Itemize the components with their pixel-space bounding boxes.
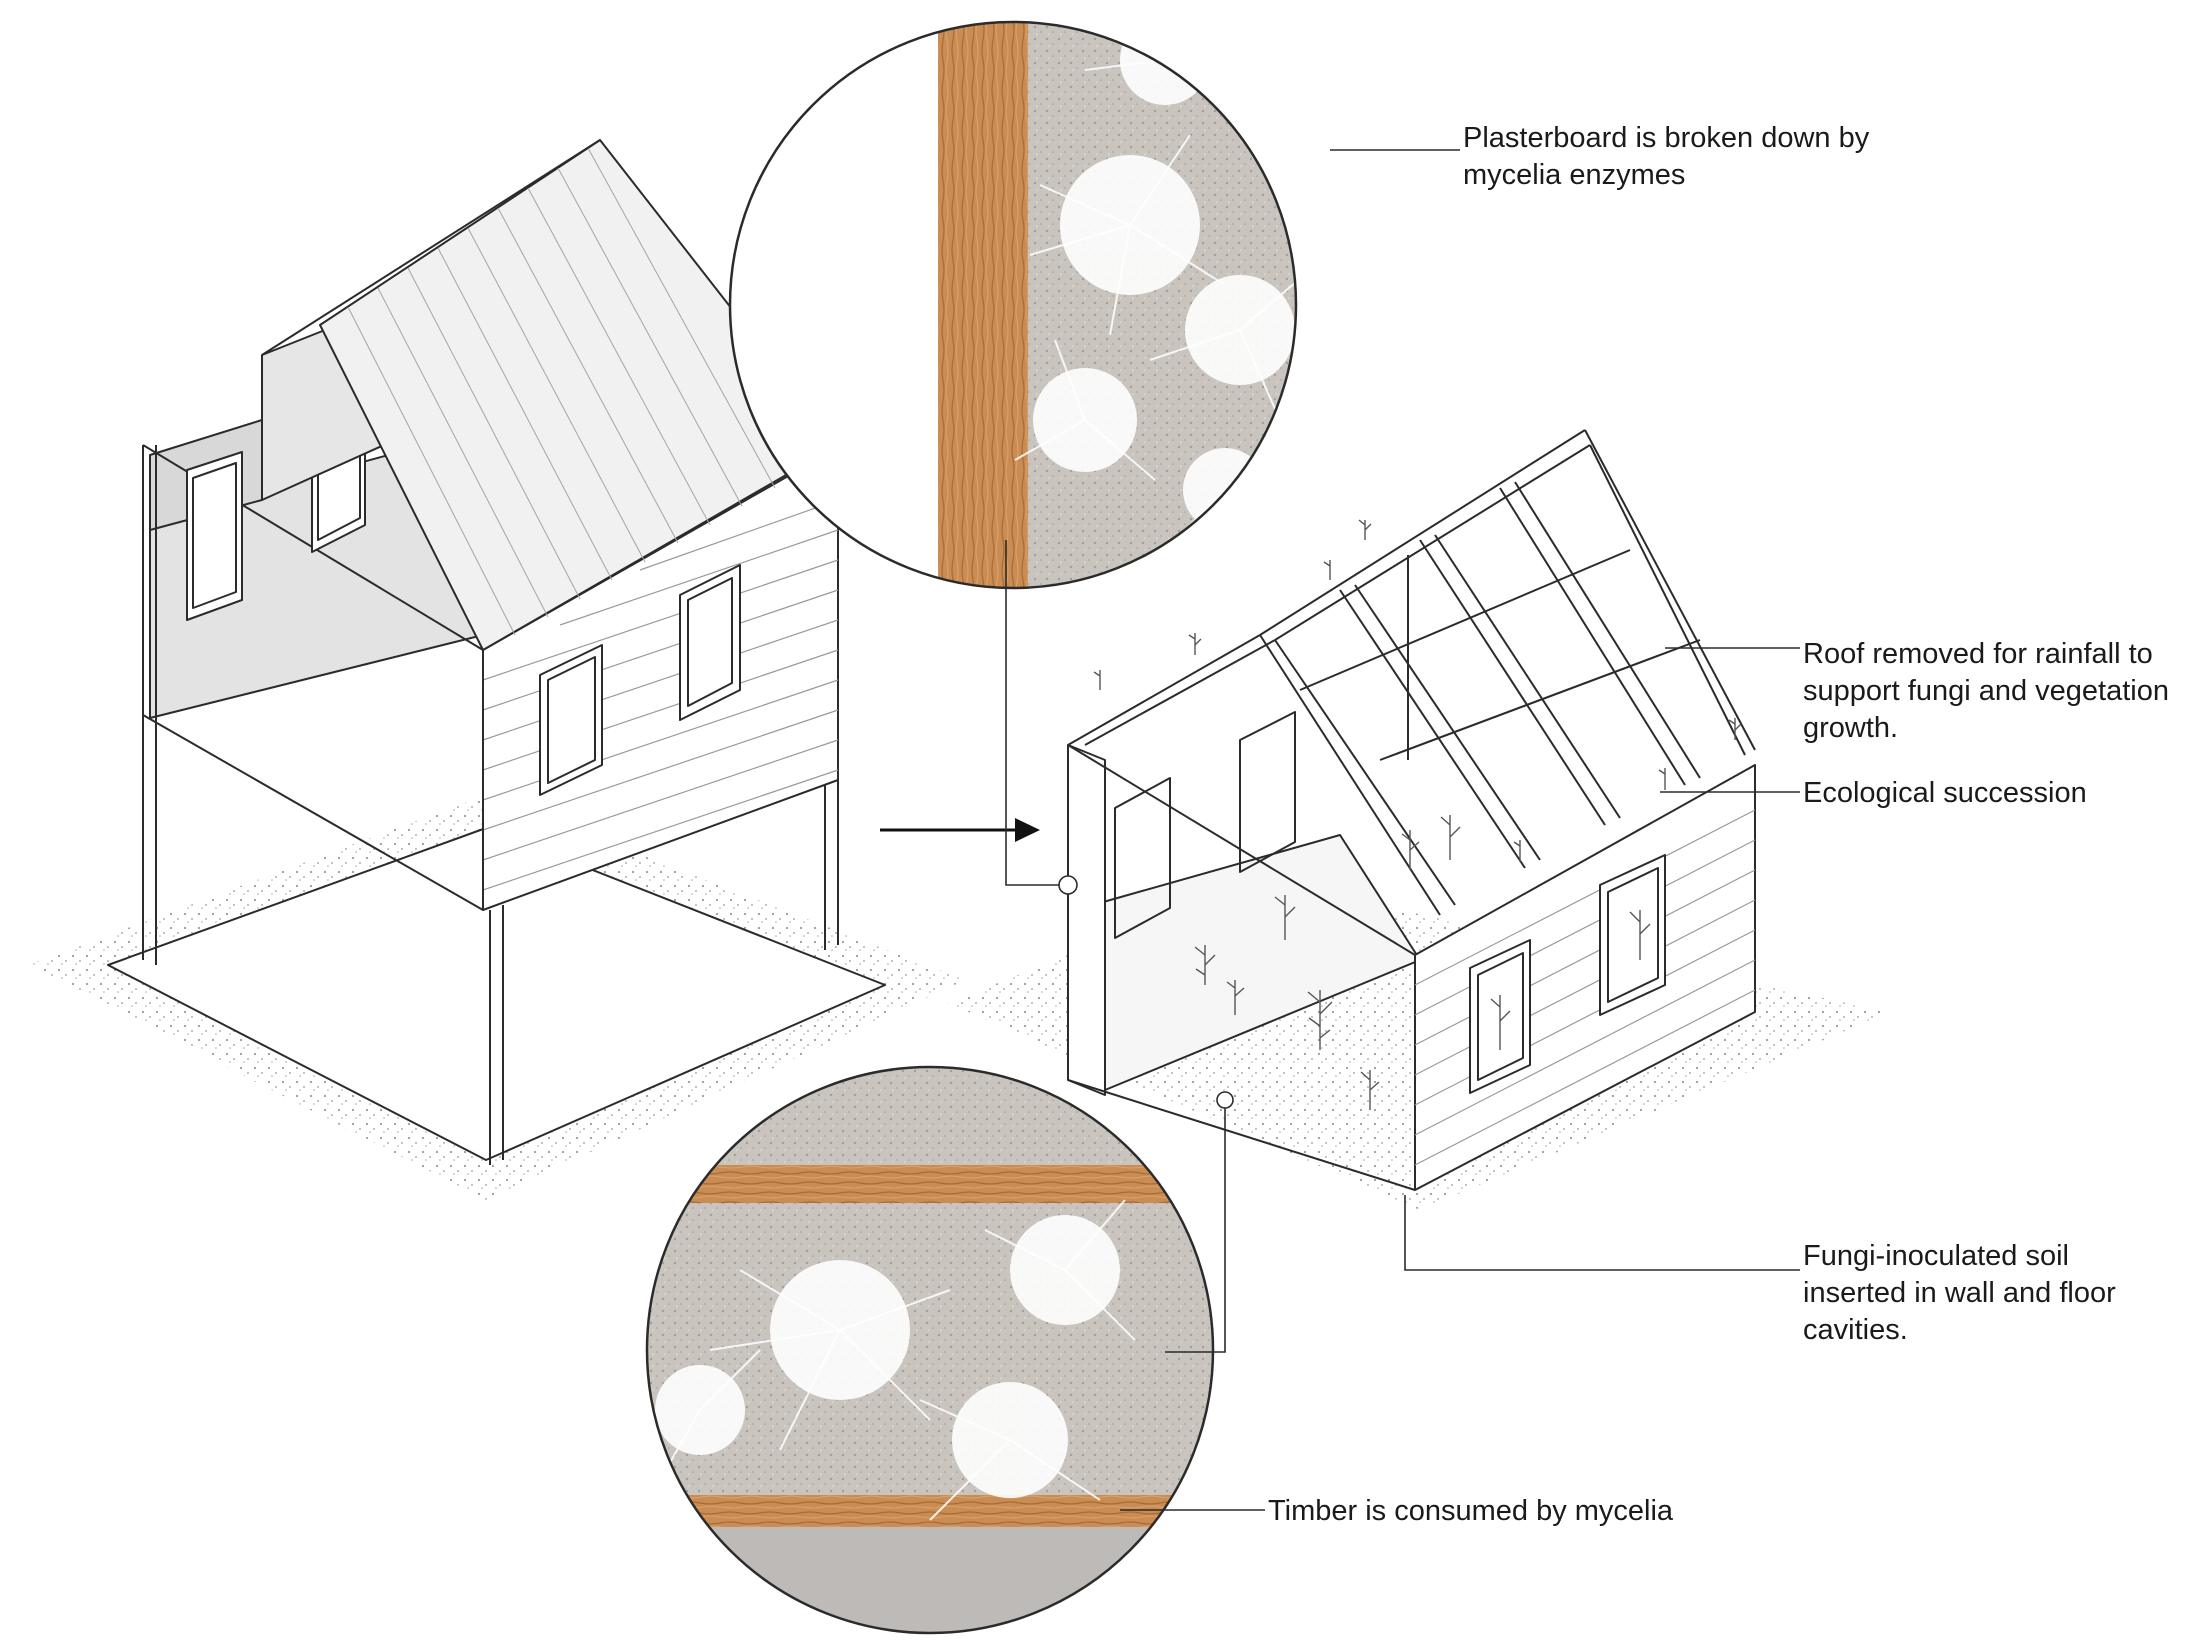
callout-marker-floor	[1216, 1091, 1234, 1109]
callout-marker-wall	[1058, 875, 1078, 895]
magnifier-timber	[645, 1065, 1215, 1635]
label-roof-removed: Roof removed for rainfall to support fun…	[1803, 636, 2169, 747]
house-after-illustration	[948, 429, 1890, 1210]
label-soil-line-2: inserted in wall and floor	[1803, 1277, 2116, 1309]
magnifier-plasterboard	[728, 20, 1298, 590]
label-ecological-succession: Ecological succession	[1803, 775, 2087, 812]
transition-arrow	[880, 818, 1040, 842]
label-timber-line-1: Timber is consumed by mycelia	[1268, 1495, 1674, 1527]
roof-rafters	[1067, 429, 1756, 916]
label-roof-line-2: support fungi and vegetation	[1803, 675, 2169, 707]
label-roof-line-3: growth.	[1803, 712, 1899, 744]
label-soil-line-3: cavities.	[1803, 1314, 1908, 1346]
house-before-illustration	[28, 139, 965, 1200]
label-succession-line-1: Ecological succession	[1803, 777, 2087, 809]
label-fungi-soil: Fungi-inoculated soil inserted in wall a…	[1803, 1238, 2116, 1349]
label-roof-line-1: Roof removed for rainfall to	[1803, 638, 2153, 670]
label-plasterboard: Plasterboard is broken down by mycelia e…	[1463, 120, 1869, 194]
front-wall-right	[1414, 764, 1756, 1191]
vegetation-sprouts	[1093, 519, 1742, 1110]
label-plasterboard-line-1: Plasterboard is broken down by	[1463, 122, 1870, 154]
label-soil-line-1: Fungi-inoculated soil	[1803, 1240, 2069, 1272]
label-timber-consumed: Timber is consumed by mycelia	[1268, 1493, 1673, 1530]
leader-lines	[1005, 149, 1800, 1511]
label-plasterboard-line-2: mycelia enzymes	[1463, 159, 1686, 191]
